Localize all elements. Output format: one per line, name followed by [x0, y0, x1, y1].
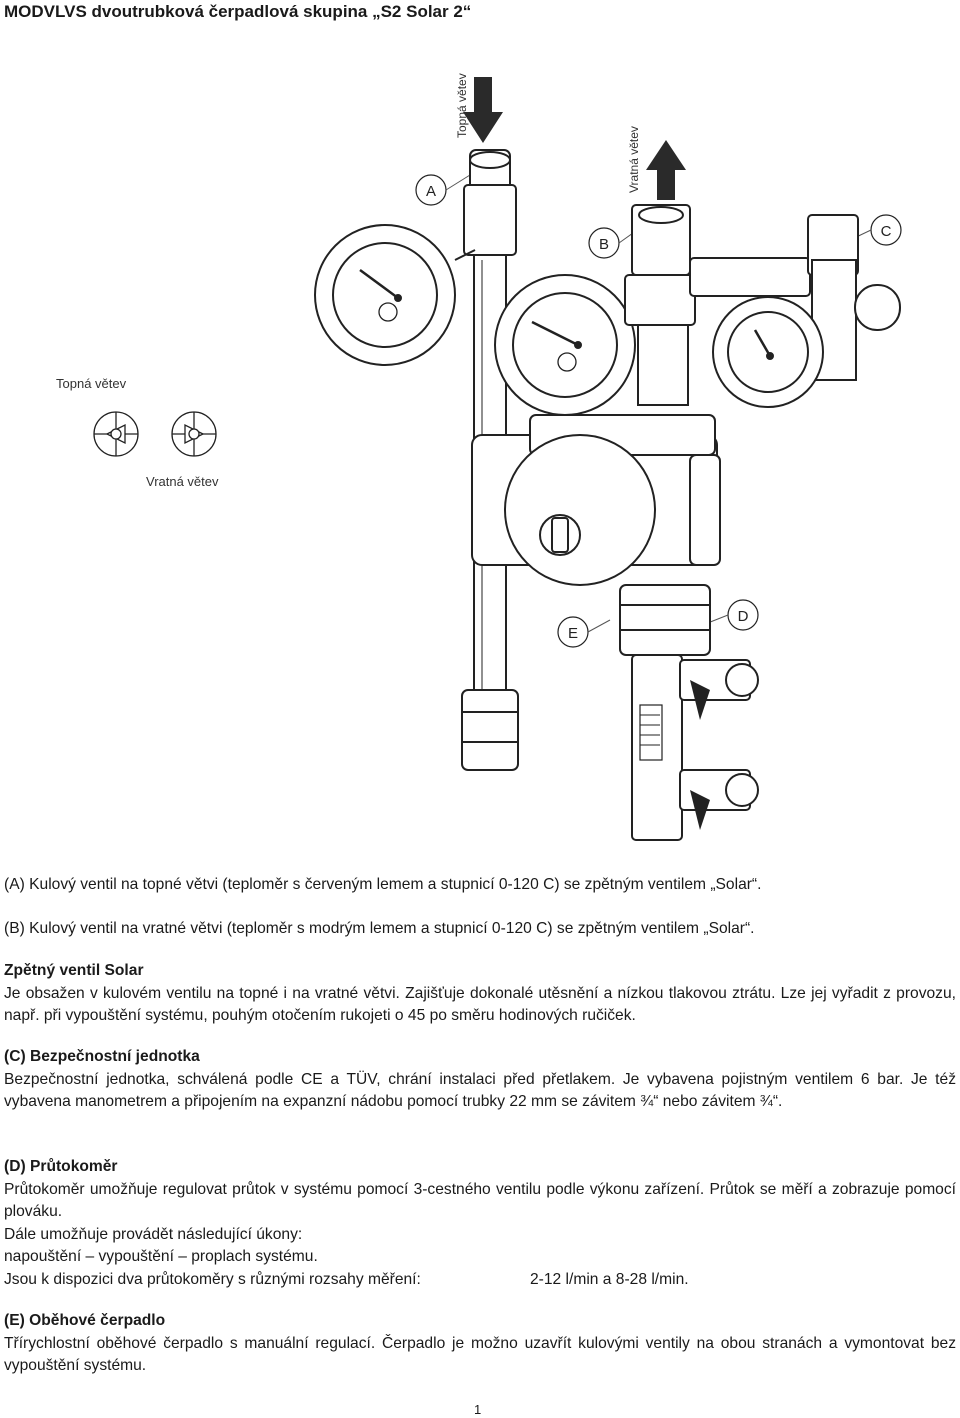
flow-down-label: Vratná větev	[627, 126, 641, 193]
section-check-valve: Zpětný ventil Solar Je obsažen v kulovém…	[4, 960, 956, 1028]
legend-return-symbol	[171, 411, 217, 457]
label-c: C	[881, 223, 892, 240]
label-b: B	[599, 236, 609, 253]
section-safety-body: Bezpečnostní jednotka, schválená podle C…	[4, 1070, 956, 1111]
flow-up-label: Topná větev	[455, 73, 469, 138]
flow-up-arrow	[646, 140, 686, 200]
section-flowmeter-heading: (D) Průtokoměr	[4, 1158, 118, 1175]
return-thermometer	[494, 274, 636, 416]
label-a: A	[426, 183, 436, 200]
page-number: 1	[474, 1402, 482, 1417]
section-pump-body: Třírychlostní oběhové čerpadlo s manuáln…	[4, 1334, 956, 1375]
label-e: E	[568, 625, 578, 642]
label-d: D	[738, 608, 749, 625]
pump-group-diagram: Topná větev Vratná větev A B C D E Topná…	[56, 73, 902, 841]
flowmeter-line-2: napouštění – vypouštění – proplach systé…	[4, 1248, 318, 1265]
flowmeter-ranges-row: Jsou k dispozici dva průtokoměry s různý…	[4, 1269, 956, 1292]
section-flowmeter-body: Průtokoměr umožňuje regulovat průtok v s…	[4, 1180, 956, 1221]
flowmeter-ranges-label: Jsou k dispozici dva průtokoměry s různý…	[4, 1270, 421, 1288]
caption-b: (B) Kulový ventil na vratné větvi (teplo…	[4, 920, 755, 937]
section-check-valve-heading: Zpětný ventil Solar	[4, 962, 144, 979]
caption-a: (A) Kulový ventil na topné větvi (teplom…	[4, 876, 762, 893]
legend-top-label: Topná větev	[56, 376, 127, 391]
section-safety-unit: (C) Bezpečnostní jednotka Bezpečnostní j…	[4, 1046, 956, 1114]
section-safety-heading: (C) Bezpečnostní jednotka	[4, 1048, 200, 1065]
legend-bottom-label: Vratná větev	[146, 474, 219, 489]
safety-unit	[689, 214, 901, 408]
section-flowmeter: (D) Průtokoměr Průtokoměr umožňuje regul…	[4, 1156, 956, 1291]
flow-down-arrow	[463, 77, 503, 143]
circulation-pump	[471, 414, 721, 586]
section-check-valve-body: Je obsažen v kulovém ventilu na topné i …	[4, 984, 956, 1025]
return-valve	[624, 204, 696, 406]
section-pump-heading: (E) Oběhové čerpadlo	[4, 1312, 166, 1329]
flowmeter-line-1: Dále umožňuje provádět následující úkony…	[4, 1225, 303, 1243]
legend-supply-symbol	[93, 411, 139, 457]
section-pump: (E) Oběhové čerpadlo Třírychlostní oběho…	[4, 1310, 956, 1378]
flowmeter	[619, 584, 759, 841]
flowmeter-ranges-value: 2-12 l/min a 8-28 l/min.	[530, 1270, 689, 1288]
supply-thermometer	[314, 224, 476, 366]
page-title: MODVLVS dvoutrubková čerpadlová skupina …	[4, 2, 472, 21]
